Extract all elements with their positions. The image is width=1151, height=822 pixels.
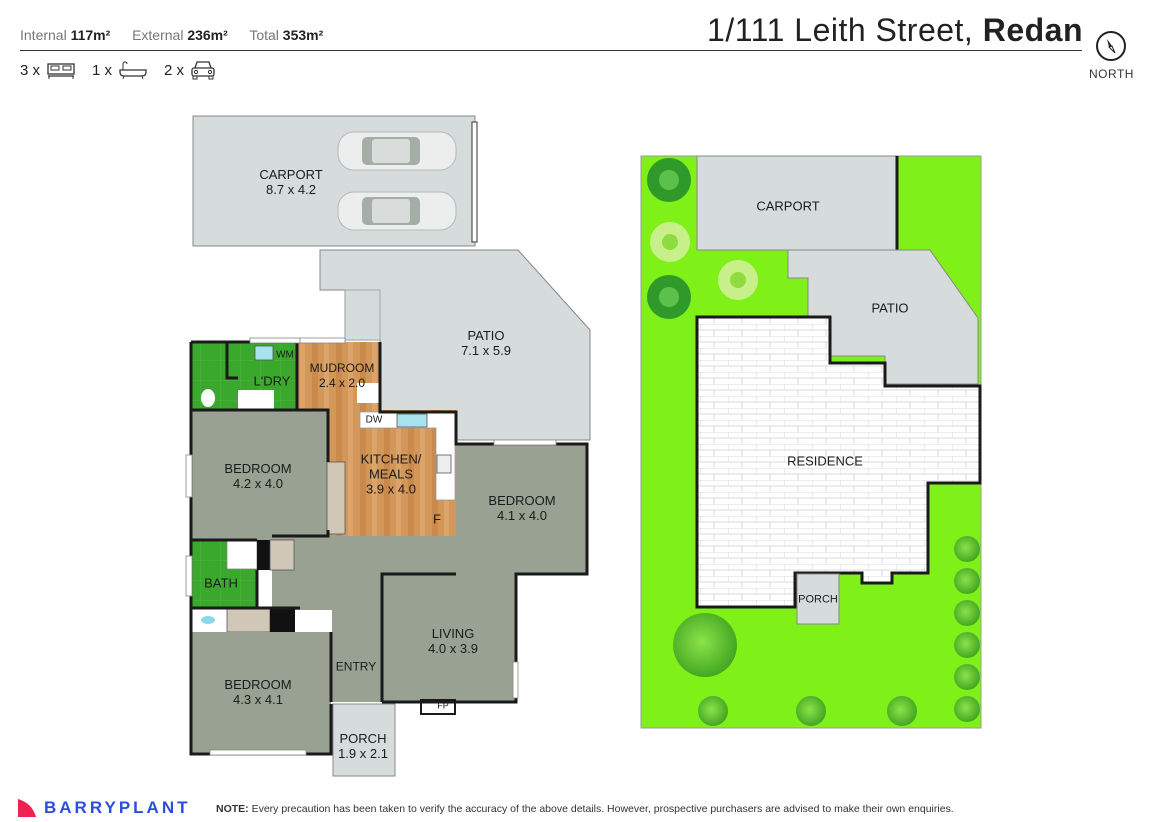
washing-machine-label: WM (276, 349, 294, 361)
bathroom-count-text: 1 x (92, 61, 113, 79)
bedroom-3 (191, 632, 331, 754)
brand-mark-icon (18, 799, 36, 817)
laundry-label: L'DRY (253, 373, 291, 389)
porch (332, 703, 396, 777)
entry-label: ENTRY (335, 659, 377, 674)
fridge-label: F (433, 511, 441, 527)
compass-icon (1096, 31, 1126, 61)
car-icon (337, 131, 457, 171)
disclaimer-note: NOTE: Every precaution has been taken to… (216, 803, 954, 815)
bedroom-1 (191, 410, 328, 540)
suburb: Redan (982, 12, 1083, 48)
bath-label: BATH (204, 575, 238, 591)
kitchen-meals (328, 410, 456, 536)
bathroom-count: 1 x (92, 61, 148, 79)
external-label: External (132, 27, 184, 43)
site-patio-label: PATIO (871, 300, 909, 316)
property-address: 1/111 Leith Street, Redan (707, 12, 1083, 49)
internal-value: 117m² (70, 27, 111, 43)
bath-icon (119, 61, 147, 79)
north-label: NORTH (1089, 67, 1134, 81)
hallway (272, 536, 456, 702)
note-label: NOTE: (216, 803, 249, 815)
site-porch-label: PORCH (798, 593, 838, 606)
internal-label: Internal (20, 27, 67, 43)
bedroom-count: 3 x (20, 61, 76, 79)
site-residence-label: RESIDENCE (787, 453, 863, 469)
brand-logo: BARRYPLANT (18, 798, 190, 818)
shrub-icon (647, 158, 758, 319)
fireplace-label: FP (437, 700, 449, 711)
note-text: Every precaution has been taken to verif… (248, 803, 954, 815)
site-plan (640, 155, 982, 729)
car-space-count: 2 x (164, 60, 216, 80)
feature-counts: 3 x 1 x 2 x (20, 60, 226, 80)
carport (192, 115, 478, 247)
tree-icon (673, 536, 980, 726)
total-value: 353m² (282, 27, 324, 43)
living (382, 574, 516, 702)
bed-icon (47, 63, 75, 79)
street-address: 1/111 Leith Street, (707, 12, 974, 48)
windows (185, 337, 557, 756)
car-icon (191, 61, 215, 80)
total-label: Total (249, 27, 279, 43)
header-divider (20, 50, 1082, 51)
brand-name: BARRYPLANT (44, 798, 191, 817)
dishwasher-label: DW (365, 414, 383, 426)
external-value: 236m² (187, 27, 228, 43)
bedroom-2 (456, 444, 587, 574)
area-stats: Internal 117m² External 236m² Total 353m… (20, 27, 323, 43)
car-count-text: 2 x (164, 61, 185, 79)
car-icon (337, 191, 457, 231)
bedroom-count-text: 3 x (20, 61, 41, 79)
site-carport-label: CARPORT (756, 198, 820, 214)
